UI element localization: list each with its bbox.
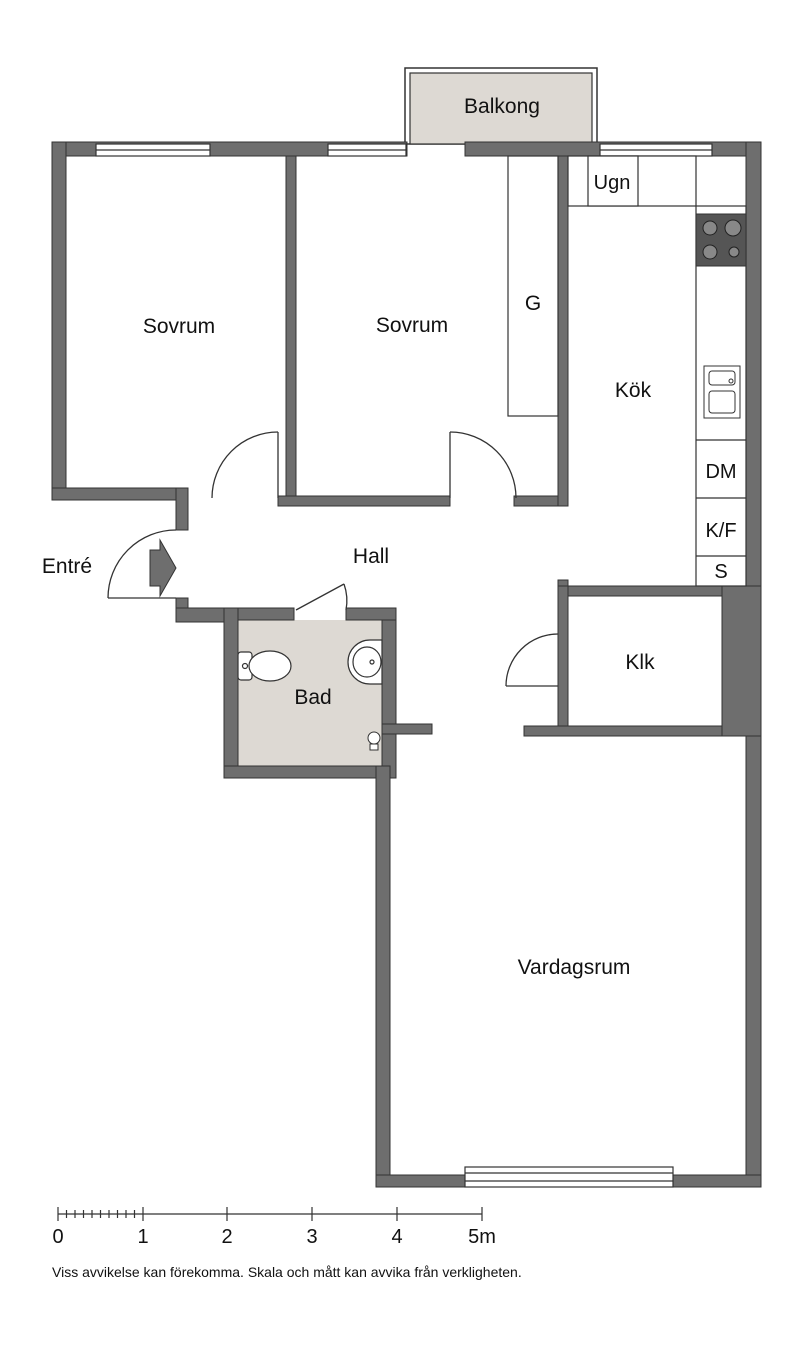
scale-label: 2 [221, 1226, 232, 1248]
scale-bar [57, 1207, 483, 1221]
shower-icon [367, 731, 381, 751]
kitchen-label: Kök [615, 379, 652, 402]
kitchen-sink-icon [703, 365, 741, 419]
storage-label: S [714, 561, 727, 583]
wardrobe [507, 155, 559, 417]
scale-label: 3 [306, 1226, 317, 1248]
entrance-label: Entré [42, 555, 92, 578]
closet-label: Klk [625, 651, 655, 674]
oven-label: Ugn [594, 172, 631, 194]
wardrobe-label: G [525, 292, 541, 315]
stove-icon [695, 213, 747, 267]
toilet-icon [237, 650, 292, 682]
dishwasher-label: DM [705, 461, 736, 483]
windows [95, 143, 713, 1188]
door-swings [107, 431, 559, 687]
entrance-arrow-icon [149, 538, 177, 598]
scale-label: 0 [52, 1226, 63, 1248]
hall-label: Hall [353, 545, 389, 568]
bathroom-label: Bad [294, 686, 331, 709]
balcony [404, 67, 598, 145]
living-room-label: Vardagsrum [518, 956, 631, 979]
scale-label: 4 [391, 1226, 402, 1248]
bedroom-left-label: Sovrum [143, 315, 215, 338]
washbasin-icon [347, 639, 383, 685]
scale-labels: 0 1 2 3 4 5m [52, 1226, 495, 1248]
scale-label: 1 [137, 1226, 148, 1248]
walls [51, 141, 762, 1188]
disclaimer-text: Viss avvikelse kan förekomma. Skala och … [52, 1264, 522, 1280]
scale-label: 5m [468, 1226, 496, 1248]
balcony-label: Balkong [464, 95, 540, 118]
bedroom-middle-label: Sovrum [376, 314, 448, 337]
fridge-freezer-label: K/F [705, 520, 736, 542]
